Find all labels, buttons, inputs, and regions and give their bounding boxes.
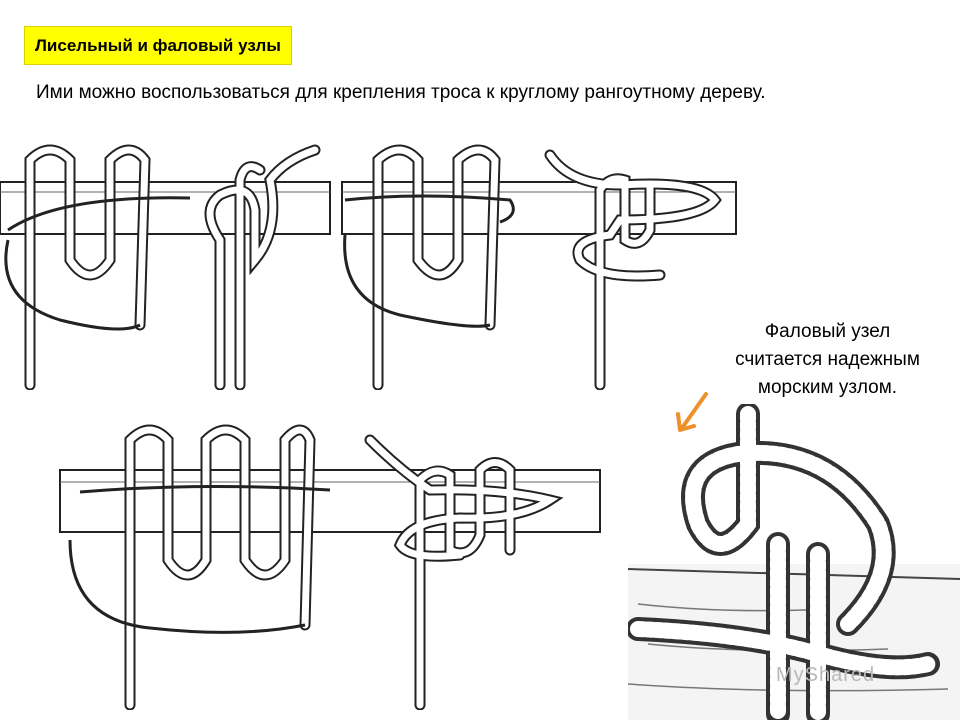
watermark: MyShared <box>776 664 875 687</box>
slide-title: Лисельный и фаловый узлы <box>24 26 292 65</box>
slide-title-text: Лисельный и фаловый узлы <box>35 36 281 55</box>
bottom-knot-drawings <box>40 410 620 710</box>
lead-paragraph: Ими можно воспользоваться для крепления … <box>36 80 916 106</box>
illustration-bottom <box>40 410 620 710</box>
spar-3 <box>60 470 600 532</box>
top-knot-drawings <box>0 140 740 390</box>
spar-1 <box>0 182 330 234</box>
arrow-down-left-icon <box>672 390 712 434</box>
illustration-top <box>0 140 740 390</box>
